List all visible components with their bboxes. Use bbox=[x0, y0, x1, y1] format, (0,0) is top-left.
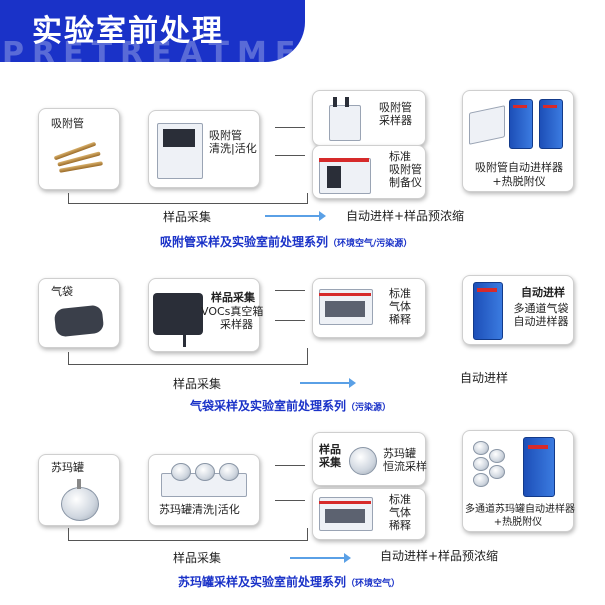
canister-series-title: 苏玛罐采样及实验室前处理系列（环境空气） bbox=[178, 573, 400, 590]
connector bbox=[275, 320, 305, 321]
connector bbox=[275, 290, 305, 291]
bracket-line bbox=[68, 540, 308, 541]
canister-clean-box: 苏玛罐清洗|活化 bbox=[148, 454, 260, 526]
vacuum-box: 样品采集 VOCs真空箱 采样器 bbox=[148, 278, 264, 352]
tube-collect-label: 样品采集 bbox=[163, 210, 212, 224]
bracket-line bbox=[68, 364, 308, 365]
tube-sampler-label: 吸附管 采样器 bbox=[379, 101, 412, 127]
connector bbox=[275, 127, 305, 128]
bag-series-name: 气袋采样及实验室前处理系列 bbox=[190, 399, 347, 413]
canister-dilute-label: 标准 气体 稀释 bbox=[389, 493, 411, 532]
bag-diluter-image bbox=[319, 289, 373, 327]
tube-auto-box: 吸附管自动进样器 +热脱附仪 bbox=[462, 90, 574, 192]
bracket-line bbox=[307, 193, 308, 203]
header-watermark: PRETREATMENT bbox=[2, 36, 305, 62]
connector bbox=[275, 500, 305, 501]
canister-diluter-image bbox=[319, 497, 373, 533]
bracket-line bbox=[68, 352, 69, 364]
canister-series-name: 苏玛罐采样及实验室前处理系列 bbox=[178, 575, 347, 589]
vacuum-label: VOCs真空箱 采样器 bbox=[201, 305, 264, 331]
flow-sampler-image bbox=[347, 439, 377, 481]
canister-flow-box: 样品 采集 苏玛罐 恒流采样 bbox=[312, 432, 427, 486]
canister-auto-label: 多通道苏玛罐自动进样器 +热脱附仪 bbox=[465, 504, 575, 528]
bag-sample-box: 气袋 bbox=[38, 278, 120, 348]
tube-sampler-box: 吸附管 采样器 bbox=[312, 90, 426, 146]
canister-collect-bold-label: 样品 采集 bbox=[319, 443, 341, 469]
bracket-line bbox=[307, 528, 308, 540]
canister-sample-box: 苏玛罐 bbox=[38, 454, 120, 526]
tube-prep-image bbox=[319, 150, 371, 194]
bag-series-sub: （污染源） bbox=[346, 403, 392, 413]
tube-clean-box: 吸附管 清洗|活化 bbox=[148, 110, 260, 188]
bag-dilute-box: 标准 气体 稀释 bbox=[312, 278, 426, 338]
bracket-line bbox=[68, 193, 69, 203]
bag-auto-box: 自动进样 多通道气袋 自动进样器 bbox=[462, 275, 574, 345]
header-banner: PRETREATMENT 实验室前处理 bbox=[0, 0, 305, 62]
canister-series-sub: （环境空气） bbox=[346, 579, 401, 589]
tube-auto-label: 吸附管自动进样器 +热脱附仪 bbox=[475, 161, 563, 188]
tube-series-name: 吸附管采样及实验室前处理系列 bbox=[160, 235, 329, 249]
tube-sample-box: 吸附管 bbox=[38, 108, 120, 190]
bag-auto-bold-label: 自动进样 bbox=[521, 286, 565, 299]
adsorption-tube-image bbox=[53, 139, 105, 179]
canister-flow-label: 苏玛罐 恒流采样 bbox=[383, 447, 427, 473]
bracket-line bbox=[307, 348, 308, 364]
vacuum-bold-label: 样品采集 bbox=[211, 291, 255, 304]
bag-sample-label: 气袋 bbox=[51, 285, 73, 298]
bag-auto-label: 多通道气袋 自动进样器 bbox=[513, 302, 569, 328]
page-title: 实验室前处理 bbox=[32, 14, 224, 49]
tube-sample-label: 吸附管 bbox=[51, 117, 84, 130]
tube-autosampler-image bbox=[469, 97, 569, 151]
tube-sampler-image bbox=[323, 97, 363, 141]
vacuum-sampler-image bbox=[153, 287, 207, 347]
bag-autosampler-image bbox=[469, 280, 507, 340]
canister-sample-label: 苏玛罐 bbox=[51, 461, 84, 474]
tube-series-title: 吸附管采样及实验室前处理系列（环境空气/污染源） bbox=[160, 233, 412, 250]
bracket-line bbox=[68, 528, 69, 540]
canister-collect-label: 样品采集 bbox=[173, 551, 222, 565]
canister-clean-label: 苏玛罐清洗|活化 bbox=[159, 503, 240, 516]
flow-arrow bbox=[300, 378, 356, 388]
bracket-line bbox=[68, 203, 308, 204]
connector bbox=[275, 155, 305, 156]
bag-dilute-label: 标准 气体 稀释 bbox=[389, 287, 411, 326]
canister-auto-box: 多通道苏玛罐自动进样器 +热脱附仪 bbox=[462, 430, 575, 532]
bag-collect-label: 样品采集 bbox=[173, 377, 222, 391]
canister-autosampler-image bbox=[473, 437, 563, 499]
connector bbox=[275, 465, 305, 466]
canister-cleaner-image bbox=[161, 461, 247, 497]
bag-series-title: 气袋采样及实验室前处理系列（污染源） bbox=[190, 397, 391, 414]
tube-clean-label: 吸附管 清洗|活化 bbox=[209, 129, 257, 155]
tube-series-sub: （环境空气/污染源） bbox=[328, 239, 413, 249]
tube-prep-label: 标准 吸附管 制备仪 bbox=[389, 150, 422, 189]
canister-dilute-box: 标准 气体 稀释 bbox=[312, 488, 426, 540]
canister-auto-step-label: 自动进样+样品预浓缩 bbox=[380, 549, 499, 563]
tube-cleaner-image bbox=[157, 119, 203, 179]
flow-arrow bbox=[290, 553, 351, 563]
bag-auto-step-label: 自动进样 bbox=[460, 371, 509, 385]
tube-auto-step-label: 自动进样+样品预浓缩 bbox=[346, 209, 465, 223]
tube-prep-box: 标准 吸附管 制备仪 bbox=[312, 145, 426, 199]
gas-bag-image bbox=[49, 303, 109, 339]
flow-arrow bbox=[265, 211, 326, 221]
canister-image bbox=[57, 479, 101, 521]
